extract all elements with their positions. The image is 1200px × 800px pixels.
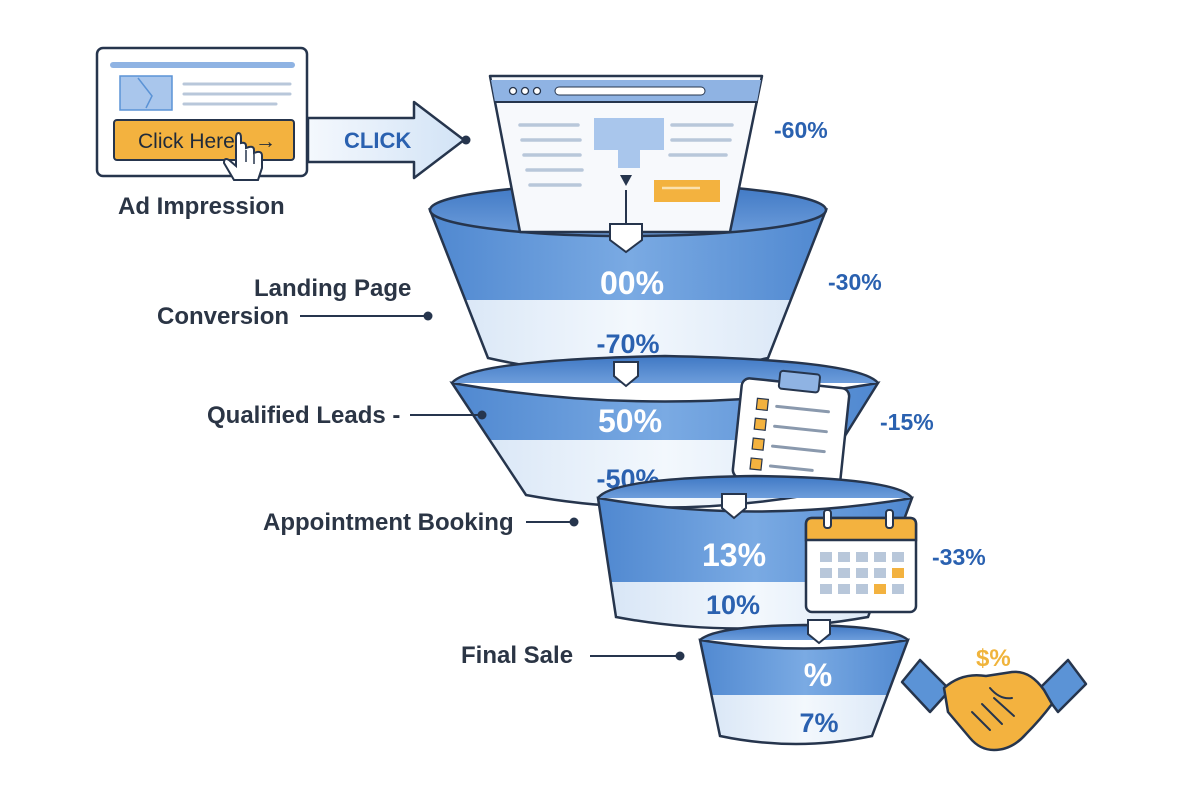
funnel-1-bottom-value: -70% <box>596 329 659 359</box>
money-label: $% <box>976 645 1011 672</box>
funnel-4-bottom-value: 7% <box>799 708 838 738</box>
funnel-level-4: % 7% <box>698 619 910 746</box>
funnel-3-top-value: 13% <box>702 537 766 573</box>
funnel-3-bottom-value: 10% <box>706 590 760 620</box>
funnel-connector-3 <box>807 619 831 645</box>
funnel-1-top-value: 00% <box>600 265 664 301</box>
stage-label-landing-page: Landing Page Conversion <box>157 275 433 330</box>
drop-label-landing: -60% <box>774 117 828 143</box>
stage-label-final-sale: Final Sale <box>461 642 685 669</box>
drop-label-1: -30% <box>828 269 882 295</box>
funnel-connector-2 <box>721 493 747 520</box>
funnel-2-top-value: 50% <box>598 403 662 439</box>
click-here-label: Click Here <box>138 130 235 153</box>
funnel-connector-1 <box>613 361 639 388</box>
browser-window-icon <box>488 74 764 254</box>
ad-text-lines <box>182 82 292 106</box>
svg-text:Final Sale: Final Sale <box>461 642 573 669</box>
svg-text:Landing Page: Landing Page <box>254 275 411 302</box>
ad-image-graphic <box>137 77 153 109</box>
clipboard-checklist-icon <box>731 369 851 489</box>
ad-card-topbar <box>110 62 295 68</box>
svg-text:Conversion: Conversion <box>157 303 289 330</box>
stage-label-qualified-leads: Qualified Leads - <box>207 402 487 429</box>
drop-label-2: -15% <box>880 409 934 435</box>
stage-label-appointment-booking: Appointment Booking <box>263 509 579 536</box>
svg-text:Qualified Leads -: Qualified Leads - <box>207 402 400 429</box>
ad-image-icon <box>119 75 173 111</box>
calendar-icon <box>804 509 918 614</box>
funnel-4-top-value: % <box>804 657 832 693</box>
stage-label-ad-impression: Ad Impression <box>118 193 285 220</box>
handshake-icon <box>900 658 1088 752</box>
hand-pointer-icon <box>222 131 263 181</box>
svg-text:Appointment Booking: Appointment Booking <box>263 509 514 536</box>
drop-label-3: -33% <box>932 544 986 570</box>
click-arrow-label: CLICK <box>344 128 411 153</box>
click-arrow: CLICK <box>306 100 471 180</box>
ad-impression-group: Click Here → Ad Impression <box>95 46 309 220</box>
arrow-right-icon: → <box>255 130 276 153</box>
